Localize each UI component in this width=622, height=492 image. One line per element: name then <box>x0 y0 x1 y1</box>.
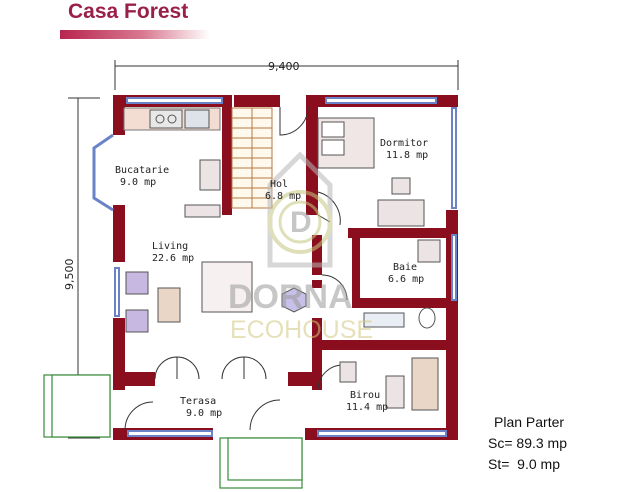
legend-plan: Plan Parter <box>494 414 565 430</box>
legend-st: St= 9.0 mp <box>488 456 560 472</box>
watermark-sub: ECOHOUSE <box>230 316 373 344</box>
room-terasa-area: 9.0 mp <box>186 408 222 419</box>
room-labels: Bucatarie 9.0 mp Hol 6.8 mp Dormitor 11.… <box>115 138 428 419</box>
terrace-steps <box>43 374 303 489</box>
plan-legend: Plan Parter Sc= 89.3 mp St= 9.0 mp <box>488 412 567 475</box>
legend-sc: Sc= 89.3 mp <box>488 435 567 451</box>
dimension-height: 9,500 <box>63 259 76 291</box>
room-hol-area: 6.8 mp <box>265 191 301 202</box>
furniture <box>125 117 441 411</box>
room-dormitor-name: Dormitor <box>380 138 428 149</box>
title-underline <box>60 30 210 39</box>
dimension-width: 9,400 <box>268 60 300 73</box>
watermark-letter: D <box>290 206 312 239</box>
room-baie-name: Baie <box>393 262 417 273</box>
room-living-area: 22.6 mp <box>152 253 194 264</box>
room-living-name: Living <box>152 241 188 252</box>
kitchen-counter <box>123 107 221 131</box>
staircase <box>231 107 273 209</box>
watermark: D DORNA ECOHOUSE <box>228 151 373 344</box>
room-baie-area: 6.6 mp <box>388 274 424 285</box>
room-bucatarie-area: 9.0 mp <box>120 177 156 188</box>
room-birou-name: Birou <box>350 390 380 401</box>
room-hol-name: Hol <box>270 179 288 190</box>
room-birou-area: 11.4 mp <box>346 402 388 413</box>
room-terasa-name: Terasa <box>180 396 216 407</box>
windows <box>92 97 457 437</box>
plan-title: Casa Forest <box>68 0 189 23</box>
room-bucatarie-name: Bucatarie <box>115 165 169 176</box>
room-dormitor-area: 11.8 mp <box>386 150 428 161</box>
watermark-brand: DORNA <box>228 278 353 316</box>
